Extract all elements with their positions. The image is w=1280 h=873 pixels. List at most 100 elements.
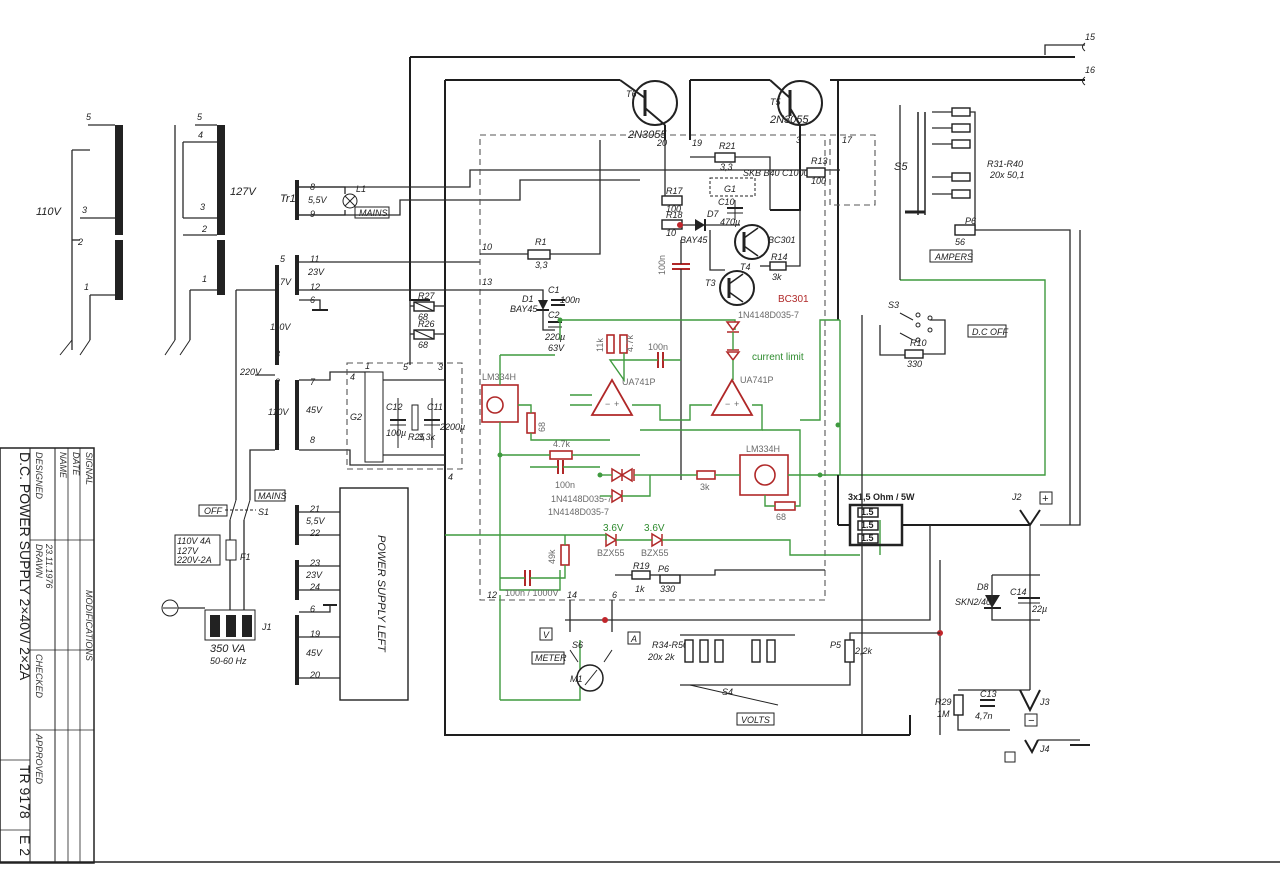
c2-voltage: 63V: [548, 343, 565, 353]
tr-pin-9: 9: [310, 209, 315, 219]
c100n-b-label: 100n: [555, 480, 575, 490]
tr-5v5-b: 5,5V: [306, 516, 326, 526]
output-section: J2 + D8 SKN2/40 C14 22µ R29 1M C13 4,7n …: [935, 230, 1090, 763]
pin-3-left: 3: [82, 205, 87, 215]
designed-label: DESIGNED: [34, 452, 44, 500]
r34-50-label: R34-R50: [652, 640, 688, 650]
hz-rating: 50-60 Hz: [210, 656, 247, 666]
r26-label: R26: [418, 319, 435, 329]
node-6: 6: [612, 590, 617, 600]
date-label: DATE: [71, 452, 81, 476]
minus-terminal-sign: −: [1028, 715, 1035, 727]
tr-pin-7: 7: [310, 377, 316, 387]
c11-label: C11: [427, 402, 443, 412]
signal-label: SIGNAL: [84, 452, 94, 485]
s6-label: S6: [572, 640, 583, 650]
checked-label: CHECKED: [34, 654, 44, 699]
sheet-number: E 2: [17, 835, 33, 856]
top-right-terminals: 15 16: [1082, 32, 1096, 86]
t5-ref: T5: [770, 97, 781, 107]
t6-pin-20: 20: [656, 138, 667, 148]
transformer-tr1: Tr1 8 5,5V 9 11 23V 12 6 5 17V 110V 3 22…: [235, 169, 840, 685]
meter-tag: [531, 651, 565, 665]
r31-40-label: R31-R40: [987, 159, 1023, 169]
va-rating: 350 VA: [210, 643, 245, 655]
v110-left-label: 110V: [36, 206, 63, 218]
t5-pin-3: 3: [796, 135, 801, 145]
plus-terminal-sign: +: [1042, 493, 1049, 505]
ua741-b: [710, 378, 754, 416]
transistor-t6: T6 2N3055 20 19: [619, 79, 702, 148]
v-tag-text: V: [543, 630, 550, 640]
j1-label: J1: [261, 622, 272, 632]
j3-label: J3: [1039, 697, 1050, 707]
tr-23v: 23V: [307, 267, 325, 277]
v127-label: 127V: [230, 186, 257, 198]
t5-pin-17: 17: [842, 135, 853, 145]
mains-input: OFF MAINS S1 F1 110V 4A 127V 220V-2A J1 …: [161, 489, 287, 666]
c100n-1000v-label: 100n / 1000V: [505, 588, 559, 598]
tr-pin-6b: 6: [310, 604, 315, 614]
node-13: 13: [482, 277, 492, 287]
s3-label: S3: [888, 300, 899, 310]
volts-tag: [736, 712, 775, 726]
tr-23v-b: 23V: [305, 570, 323, 580]
r14-value: 3k: [772, 272, 782, 282]
node-3: 3: [438, 362, 443, 372]
j2-label: J2: [1011, 492, 1022, 502]
r47k-label: 4.7k: [625, 334, 635, 352]
zener-b-voltage: 3.6V: [644, 523, 665, 534]
range-switch-s5: S5 R31-R40 20x 50,1 P6 56 AMPERS: [894, 105, 1071, 525]
r49k-label: 49k: [547, 549, 557, 564]
diode-1n4148-mid: 1N4148D035-7: [551, 494, 612, 504]
c14-value: 22µ: [1031, 604, 1047, 614]
fuse-rating-110: 110V 4A: [177, 536, 211, 546]
r26-value: 68: [418, 340, 428, 350]
r18-value: 10: [666, 228, 676, 238]
tr-110v-a: 110V: [270, 322, 291, 332]
title-block: D.C. POWER SUPPLY 2×40V/ 2×2A TR 9178 E …: [0, 447, 1280, 864]
c12-value: 100µ: [386, 428, 406, 438]
tr-pin-11: 11: [310, 254, 319, 264]
lm334-b-label: LM334H: [746, 444, 780, 454]
a-tag: [627, 631, 641, 645]
tr-220v: 220V: [239, 367, 262, 377]
in-15-label: 15: [1085, 32, 1096, 42]
pin-1-left: 1: [84, 282, 89, 292]
title-text: D.C. POWER SUPPLY 2×40V/ 2×2A: [17, 452, 33, 681]
meter-tag-text: METER: [535, 653, 567, 663]
r25-label: R25: [408, 432, 426, 442]
r3k-label: 3k: [700, 482, 710, 492]
r27-value: 68: [418, 312, 428, 322]
shunt-label: 3x1,5 Ohm / 5W: [848, 492, 915, 502]
ua741-b-label: UA741P: [740, 375, 774, 385]
ua741-a-minus: −: [605, 399, 610, 409]
node-12: 12: [487, 590, 497, 600]
g1-value: SKB B40 C1000: [743, 168, 809, 178]
approved-label: APPROVED: [34, 733, 44, 785]
p6b-value: 330: [660, 584, 675, 594]
node-10: 10: [482, 242, 492, 252]
c13-label: C13: [980, 689, 997, 699]
ps-left-text: POWER SUPPLY LEFT: [375, 535, 387, 653]
c1-label: C1: [548, 285, 560, 295]
fuse-rating-220: 220V-2A: [176, 555, 212, 565]
d7-label: D7: [707, 209, 719, 219]
plus-terminal: [1039, 491, 1053, 505]
j4-label: J4: [1039, 744, 1050, 754]
cap-100n-top: 100n: [657, 240, 690, 480]
c10-label: C10: [718, 197, 735, 207]
r17-value: 100: [666, 204, 681, 214]
c1-value: 100n: [560, 295, 580, 305]
volts-tag-text: VOLTS: [741, 715, 770, 725]
r17-label: R17: [666, 186, 684, 196]
drawn-label: DRAWN: [34, 544, 44, 578]
tr-pin-2: 2: [274, 377, 280, 387]
transistor-t3: T3 BC301 R14 3k: [705, 210, 809, 306]
r10-label: R10: [910, 338, 927, 348]
tr-pin-5: 5: [280, 254, 286, 264]
r11k-label: 11k: [595, 338, 605, 352]
current-limit-label: current limit: [752, 352, 804, 363]
tr-pin-1: 1: [275, 437, 280, 447]
